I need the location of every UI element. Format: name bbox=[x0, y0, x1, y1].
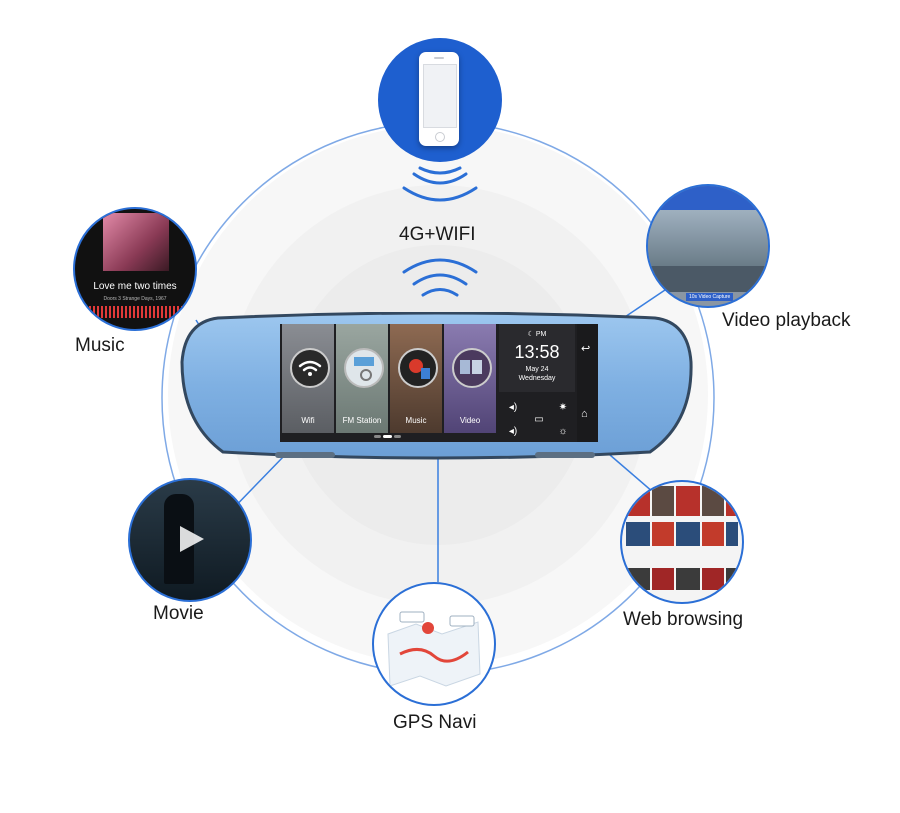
audio-waveform bbox=[85, 306, 185, 318]
music-label: Music bbox=[75, 335, 125, 356]
phone-icon bbox=[419, 52, 459, 146]
music-bubble: Love me two times Doors 3 Strange Days, … bbox=[73, 207, 197, 331]
clock-widget: ☾ PM 13:58 May 24 Wednesday bbox=[499, 324, 575, 392]
app-tile-video[interactable]: Video bbox=[444, 324, 496, 433]
gps-bubble bbox=[372, 582, 496, 706]
volume-down-icon[interactable]: ◂) bbox=[508, 426, 518, 437]
phone-bubble bbox=[378, 38, 502, 162]
volume-up-icon[interactable]: ◂) bbox=[508, 402, 518, 413]
app-label: FM Station bbox=[342, 416, 382, 425]
song-title: Love me two times bbox=[93, 281, 177, 292]
movie-label: Movie bbox=[153, 603, 204, 624]
video-playback-label: Video playback bbox=[722, 310, 851, 331]
video-caption: 10s Video Capture bbox=[686, 293, 734, 301]
brightness-down-icon[interactable]: ☼ bbox=[558, 426, 568, 437]
video-playback-bubble: 10s Video Capture bbox=[646, 184, 770, 308]
radio-icon bbox=[344, 348, 384, 388]
clock-date: May 24 bbox=[525, 366, 549, 373]
wifi-icon bbox=[290, 348, 330, 388]
album-art bbox=[103, 213, 169, 271]
moon-icon: ☾ bbox=[527, 331, 534, 338]
app-label: Video bbox=[459, 416, 481, 425]
signal-waves-icon bbox=[402, 166, 478, 297]
app-tile-fm-station[interactable]: FM Station bbox=[336, 324, 388, 433]
side-nav: ↩ ⌂ bbox=[577, 324, 598, 442]
home-icon[interactable]: ⌂ bbox=[581, 408, 588, 420]
mirror-screen: Wifi FM Station Music Video bbox=[280, 324, 598, 442]
folder-icon[interactable]: ▭ bbox=[534, 414, 544, 425]
map-icon bbox=[387, 611, 481, 687]
app-tile-music[interactable]: Music bbox=[390, 324, 442, 433]
app-tile-wifi[interactable]: Wifi bbox=[282, 324, 334, 433]
clock-time: 13:58 bbox=[514, 342, 560, 362]
brightness-up-icon[interactable]: ✷ bbox=[558, 402, 568, 413]
song-subtitle: Doors 3 Strange Days, 1967 bbox=[103, 296, 167, 302]
clock-weekday: Wednesday bbox=[518, 375, 556, 382]
movie-bubble bbox=[128, 478, 252, 602]
app-label: Wifi bbox=[301, 416, 315, 425]
gps-navi-label: GPS Navi bbox=[393, 712, 477, 733]
rearview-mirror: Wifi FM Station Music Video bbox=[180, 312, 693, 462]
web-browsing-label: Web browsing bbox=[623, 609, 744, 630]
play-icon[interactable] bbox=[176, 524, 206, 554]
clock-ampm: PM bbox=[535, 331, 547, 338]
connectivity-label: 4G+WIFI bbox=[399, 224, 476, 245]
app-label: Music bbox=[405, 416, 427, 425]
music-icon bbox=[398, 348, 438, 388]
video-icon bbox=[452, 348, 492, 388]
web-browsing-bubble bbox=[620, 480, 744, 604]
back-icon[interactable]: ↩ bbox=[581, 343, 591, 355]
